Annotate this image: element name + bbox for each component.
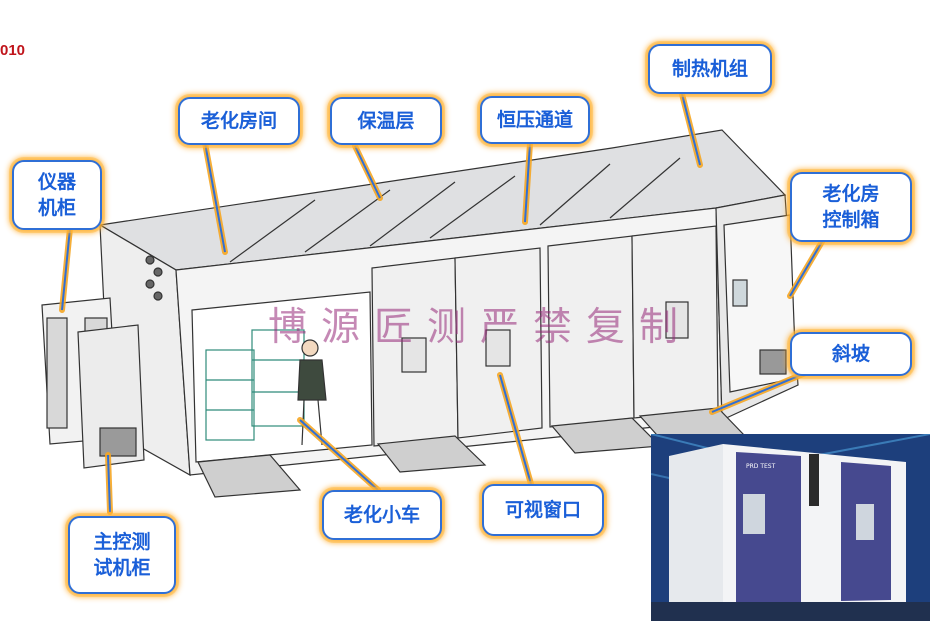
label-heating-unit: 制热机组 <box>648 44 772 94</box>
label-pressure-channel: 恒压通道 <box>480 96 590 144</box>
watermark: 博源匠测严禁复制 <box>268 305 693 350</box>
label-insulation-layer: 保温层 <box>330 97 442 145</box>
open-bay <box>191 291 373 463</box>
photo-panel-text: PRD TEST <box>746 463 776 470</box>
product-photo: PRD TEST <box>651 434 930 621</box>
label-instrument-cabinet: 仪器 机柜 <box>12 160 102 230</box>
label-control-box: 老化房 控制箱 <box>790 172 912 242</box>
corner-label: 010 <box>0 42 26 59</box>
aging-carts <box>205 329 305 441</box>
label-viewing-window: 可视窗口 <box>482 484 604 536</box>
label-main-test-cabinet: 主控测 试机柜 <box>68 516 176 594</box>
ramp-2 <box>376 435 487 473</box>
label-aging-room: 老化房间 <box>178 97 300 145</box>
label-aging-cart: 老化小车 <box>322 490 442 540</box>
ramp-1 <box>197 454 302 498</box>
operator-figure <box>297 339 327 446</box>
label-ramp: 斜坡 <box>790 332 912 376</box>
